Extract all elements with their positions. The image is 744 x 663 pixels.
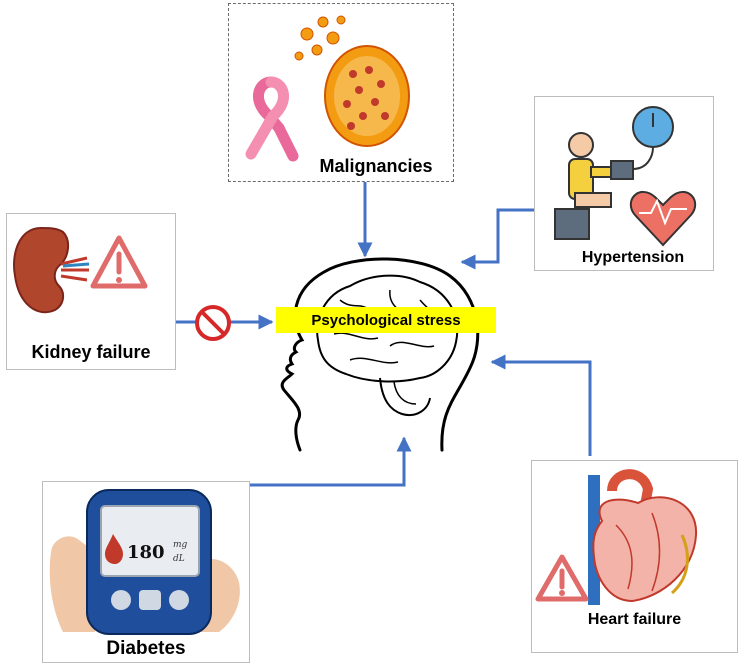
kidney-failure-box: Kidney failure (6, 213, 176, 370)
kidney-icon (13, 226, 90, 314)
warning-icon (90, 235, 148, 289)
malignancies-label: Malignancies (319, 156, 433, 176)
prohibition-icon (195, 305, 231, 341)
heart-rate-icon (629, 190, 697, 247)
tumor-mass-icon (294, 15, 410, 147)
arrow-heart-failure-to-stress (490, 354, 592, 456)
heart-illustration (535, 469, 698, 605)
malignancies-box: Malignancies (228, 3, 454, 182)
glucose-meter-icon (86, 489, 212, 635)
kidney-failure-label: Kidney failure (31, 342, 151, 362)
kidney-illustration (13, 226, 148, 314)
warning-icon (535, 554, 589, 602)
arrow-diabetes-to-stress (250, 436, 412, 487)
person-icon (554, 132, 634, 240)
diabetes-label: Diabetes (106, 638, 186, 659)
awareness-ribbon-icon (245, 76, 299, 162)
hypertension-illustration (554, 106, 697, 247)
glucose-unit-top: mg (173, 540, 188, 550)
hypertension-box: Hypertension (534, 96, 714, 271)
glucose-reading: 180 (127, 542, 165, 563)
arrow-hypertension-to-stress (460, 208, 534, 270)
glucose-unit-bottom: dL (173, 554, 185, 564)
heart-failure-label: Heart failure (587, 611, 682, 628)
heart-failure-box: Heart failure (531, 460, 738, 653)
pressure-gauge-icon (632, 106, 674, 170)
diabetes-box: 180 mg dL Diabetes (42, 481, 250, 663)
head-brain-icon (280, 257, 480, 452)
glucose-meter-illustration (49, 489, 240, 635)
heart-icon (588, 469, 698, 605)
tumor-illustration (245, 15, 410, 162)
psychological-stress-label: Psychological stress (276, 307, 496, 333)
hypertension-label: Hypertension (581, 249, 685, 266)
